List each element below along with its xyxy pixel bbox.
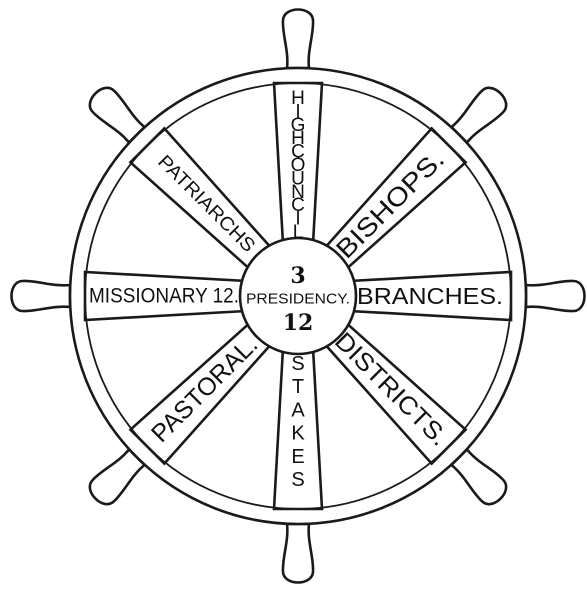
handle-right	[526, 281, 585, 311]
hub-bottom-number: 12	[283, 310, 314, 336]
hub-presidency-label: PRESIDENCY.	[246, 291, 350, 308]
handle-top	[283, 10, 313, 69]
hub-top-number: 3	[290, 263, 305, 289]
spoke-label-branches: BRANCHES.	[357, 283, 503, 309]
handle-bottom	[283, 524, 313, 583]
spoke-label-missionary: MISSIONARY 12.	[89, 285, 239, 308]
spoke-label-missionary-group: MISSIONARY 12.	[89, 285, 239, 308]
handle-left	[12, 281, 71, 311]
spoke-label-branches-group: BRANCHES.	[357, 283, 503, 309]
